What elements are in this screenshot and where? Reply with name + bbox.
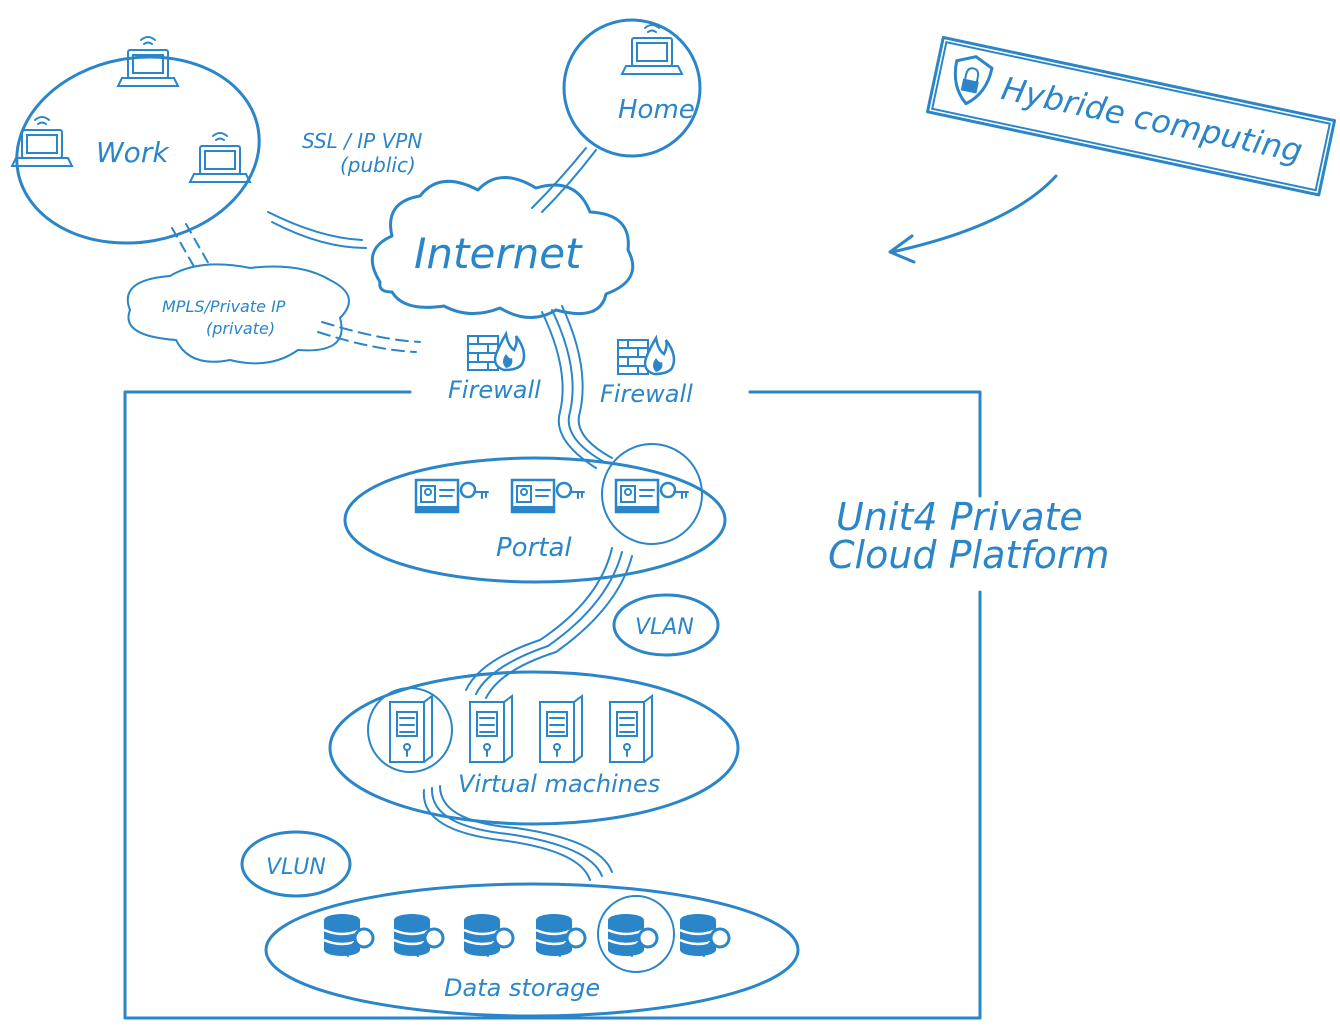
- vm-highlight: [367, 687, 453, 773]
- work-network: [15, 55, 261, 245]
- link-portal-vms: [465, 547, 633, 699]
- database-key-icon: [322, 912, 375, 958]
- id-card-key-icon: [614, 478, 690, 514]
- server-icon: [539, 695, 583, 763]
- firewall-left-label: Firewall: [448, 376, 541, 404]
- link-work-internet: [267, 211, 367, 249]
- platform-label-line2: Cloud Platform: [828, 533, 1110, 577]
- hybride-banner: Hybride computing: [925, 35, 1337, 197]
- storage-highlight: [597, 895, 675, 973]
- database-key-icon: [462, 912, 515, 958]
- database-key-icon: [392, 912, 445, 958]
- work-label: Work: [96, 136, 170, 169]
- ssl-vpn-sublabel: (public): [340, 153, 416, 177]
- cloud-icon: [370, 176, 635, 319]
- home-label: Home: [618, 95, 695, 125]
- mpls-label: MPLS/Private IP: [162, 297, 286, 316]
- vlun-label: VLUN: [266, 855, 326, 880]
- shield-icon: [953, 55, 994, 106]
- hybride-arrow: [888, 174, 1058, 264]
- vlan-label: VLAN: [635, 615, 694, 640]
- firewall-right-label: Firewall: [600, 380, 693, 408]
- portal-highlight: [601, 443, 703, 545]
- database-key-icon: [678, 912, 731, 958]
- internet-label: Internet: [414, 229, 583, 278]
- laptop-icon: [189, 132, 251, 183]
- mpls-sublabel: (private): [206, 319, 275, 338]
- virtual-machines-group: [328, 670, 740, 826]
- portal-group: [343, 456, 727, 584]
- firewall-icon: [616, 336, 676, 376]
- link-home-internet: [531, 147, 597, 213]
- link-vms-storage: [422, 785, 613, 881]
- mpls-cloud: [126, 263, 350, 365]
- home-network: [562, 18, 702, 158]
- portal-label: Portal: [496, 533, 572, 563]
- data-storage-label: Data storage: [444, 974, 600, 1002]
- server-icon: [469, 695, 513, 763]
- server-icon: [609, 695, 653, 763]
- id-card-key-icon: [414, 478, 490, 514]
- platform-boundary: [123, 390, 982, 1020]
- vlan-badge: [612, 593, 720, 657]
- laptop-icon: [11, 116, 73, 167]
- firewall-icon: [466, 332, 526, 372]
- link-internet-portal: [541, 305, 613, 469]
- vlun-badge: [240, 830, 352, 898]
- link-work-mpls: [171, 223, 211, 271]
- ssl-vpn-label: SSL / IP VPN: [302, 129, 422, 153]
- data-storage-group: [264, 882, 800, 1018]
- link-mpls-firewall: [317, 321, 421, 353]
- id-card-key-icon: [510, 478, 586, 514]
- laptop-icon: [117, 36, 179, 87]
- database-key-icon: [534, 912, 587, 958]
- database-key-icon: [606, 912, 659, 958]
- virtual-machines-label: Virtual machines: [458, 770, 660, 798]
- server-icon: [389, 695, 433, 763]
- platform-label-line1: Unit4 Private: [836, 495, 1083, 539]
